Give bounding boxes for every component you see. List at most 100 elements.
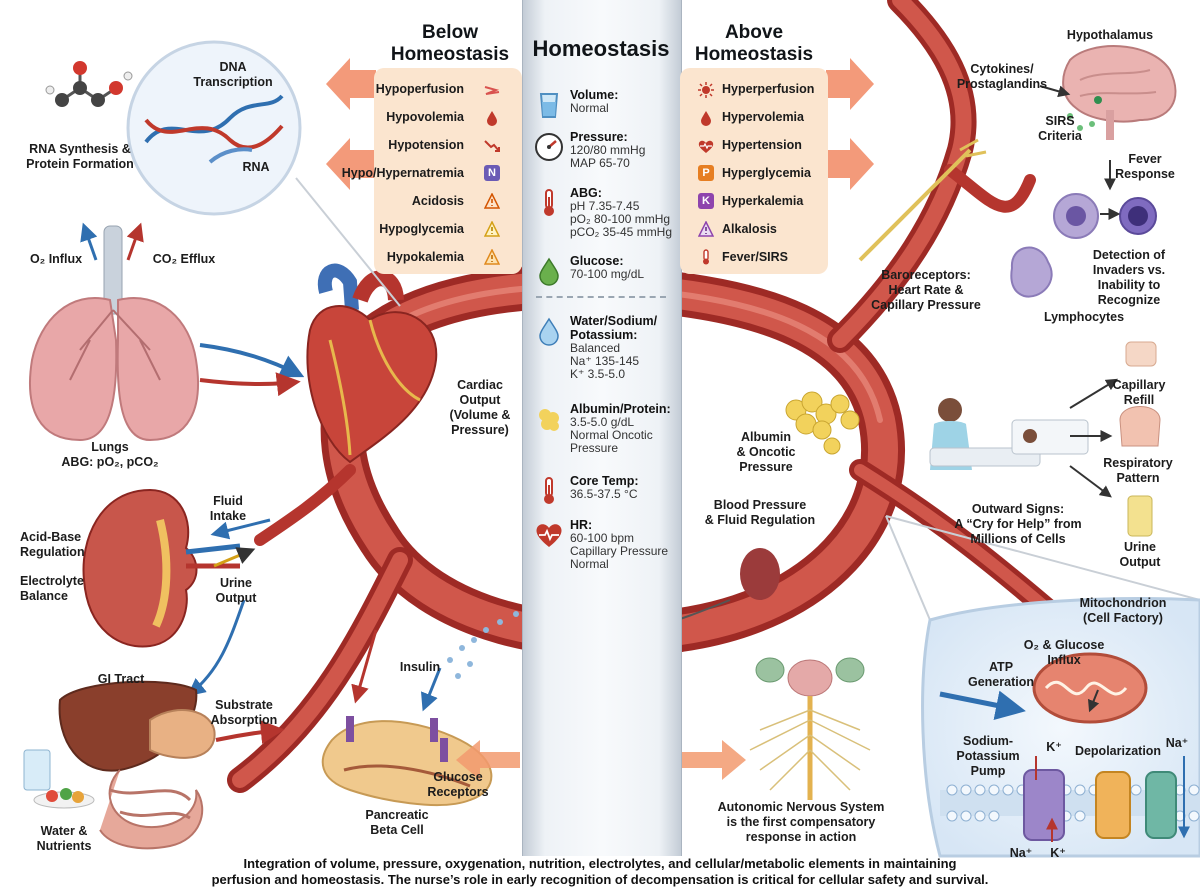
respiratory-pattern-label: Respiratory Pattern [1103,456,1173,485]
cardiac-output-label: Cardiac Output (Volume & Pressure) [449,378,511,437]
pressure-label: Pressure: [570,130,628,144]
albumin-label: Albumin/Protein: [570,402,671,416]
warning-icon [484,193,500,209]
heart-pulse-icon [698,140,714,153]
below-item-natremia: Hypo/Hypernatremia [341,166,464,180]
gi-tract-label: GI Tract [97,672,145,686]
sirs-criteria-label: SIRS Criteria [1038,114,1082,143]
k-plus-top-label: K⁺ [1046,740,1062,754]
thermometer-icon [544,189,554,216]
abg-value: pH 7.35-7.45 pO₂ 80-100 mmHg pCO₂ 35-45 … [570,199,673,239]
k-plus-bottom-label: K⁺ [1050,846,1066,860]
albumin-oncotic-label: Albumin & Oncotic Pressure [736,430,796,474]
figure-caption: Integration of volume, pressure, oxygena… [60,856,1140,888]
warning-icon [484,221,500,237]
gauge-icon [535,133,563,161]
zigzag-arrow-icon [484,86,500,95]
glucose-value: 70-100 mg/dL [570,267,645,281]
nurse-patient-illustration [929,341,1161,537]
pancreas-illustration [321,605,535,806]
dna-transcription-label: DNA Transcription [193,60,273,89]
depolarization-label: Depolarization [1074,744,1162,758]
above-item-hyperkalemia: Hyperkalemia [722,194,804,208]
blood-drop-icon [487,111,497,126]
homeostasis-title: Homeostasis [532,36,670,61]
rna-synthesis-label: RNA Synthesis & Protein Formation [26,142,134,171]
sodium-badge-icon: N [484,165,500,181]
baroreceptor-nerve [858,138,987,262]
cell-zoom-bubble [885,515,1200,858]
kidney-urine-output-label: Urine Output [215,576,257,605]
above-item-hypertension: Hypertension [722,138,802,152]
baroreceptors-label: Baroreceptors: Heart Rate & Capillary Pr… [871,268,981,312]
capillary-refill-label: Capillary Refill [1112,378,1166,407]
abg-label: ABG: [570,186,602,200]
pancreatic-beta-cell-label: Pancreatic Beta Cell [365,808,429,837]
electrolyte-label: Electrolyte Balance [20,574,84,603]
dna-bubble [126,40,401,307]
water-sodium-value: Balanced Na⁺ 135-145 K⁺ 3.5-5.0 [570,341,640,381]
substrate-absorption-label: Substrate Absorption [210,698,278,727]
below-item-hypokalemia: Hypokalemia [386,250,464,264]
o2-influx-label: O₂ Influx [29,252,83,266]
rna-label: RNA [242,160,270,174]
albumin-value: 3.5-5.0 g/dL Normal Oncotic Pressure [570,415,653,455]
insulin-label: Insulin [399,660,441,674]
above-item-hyperglycemia: Hyperglycemia [722,166,811,180]
thermometer-icon [703,249,709,265]
below-item-hypoperfusion: Hypoperfusion [375,82,464,96]
below-side-arrows [326,58,376,190]
lymphocytes-label: Lymphocytes [1043,310,1125,324]
core-temp-value: 36.5-37.5 °C [570,487,638,501]
heart-rate-icon [536,524,562,547]
hr-label: HR: [570,518,593,532]
potassium-badge-icon: K [698,193,714,209]
volume-value: Normal [570,101,609,115]
lungs-label: Lungs ABG: pO₂, pCO₂ [61,440,159,469]
nervous-system-illustration [749,657,871,800]
na-plus-bottom-label: Na⁺ [1009,846,1033,860]
warning-icon [484,249,500,265]
warning-icon [698,221,714,237]
water-nutrients-label: Water & Nutrients [36,824,92,853]
glass-icon [539,93,559,118]
sun-burst-icon [698,82,714,98]
below-item-hypoglycemia: Hypoglycemia [379,222,464,236]
below-homeostasis-title: Below Homeostasis [390,22,510,65]
o2-glucose-influx-label: O₂ & Glucose Influx [1023,638,1105,667]
below-item-hypovolemia: Hypovolemia [386,110,464,124]
above-item-hypervolemia: Hypervolemia [722,110,804,124]
caption-line-2: perfusion and homeostasis. The nurse’s r… [211,872,989,887]
bottom-balance-arrows [456,740,746,780]
cytokines-label: Cytokines/ Prostaglandins [956,62,1048,91]
above-item-alkalosis: Alkalosis [722,222,777,236]
cell-membrane [940,756,1200,842]
outward-signs-label: Outward Signs: A “Cry for Help” from Mil… [954,502,1082,546]
hypothalamus-label: Hypothalamus [1066,28,1154,42]
bag-urine-output-label: Urine Output [1119,540,1161,569]
gi-tract-illustration [23,680,285,850]
lungs-illustration [29,222,305,442]
thermometer-icon [544,477,554,504]
brain-illustration [1039,45,1177,191]
water-sodium-label: Water/Sodium/ Potassium: [570,314,658,342]
fever-response-label: Fever Response [1115,152,1175,181]
acid-base-label: Acid-Base Regulation [20,530,85,559]
above-side-arrows [826,58,874,190]
glucose-badge-icon: P [698,165,714,181]
heart-illustration [306,263,438,464]
glucose-receptors-label: Glucose Receptors [427,770,489,799]
below-item-acidosis: Acidosis [411,194,464,208]
water-drop-icon [539,317,559,346]
atp-generation-label: ATP Generation [968,660,1034,689]
na-k-pump-label: Sodium- Potassium Pump [956,734,1020,778]
albumin-cluster [785,391,860,455]
bp-fluid-regulation-label: Blood Pressure & Fluid Regulation [704,498,816,527]
immune-cells [1010,193,1157,298]
kidney-illustration [82,488,271,697]
detection-label: Detection of Invaders vs. Inability to R… [1092,248,1166,307]
glucose-label: Glucose: [570,254,624,268]
above-homeostasis-title: Above Homeostasis [694,22,814,65]
volume-label: Volume: [570,88,619,102]
